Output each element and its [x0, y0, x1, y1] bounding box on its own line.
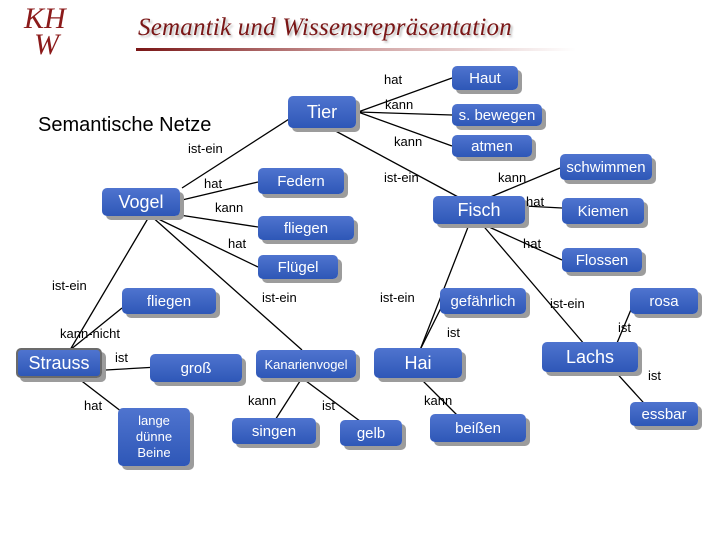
node-fliegen-mid: fliegen [122, 288, 216, 314]
label-vogel-hat-federn: hat [204, 176, 223, 191]
label-hai-ist: ist [447, 325, 460, 340]
label-tier-kann-atmen: kann [394, 134, 423, 149]
label-strauss-ist: ist [115, 350, 128, 365]
node-schwimmen: schwimmen [560, 154, 652, 180]
label-vogel-kann: kann [215, 200, 244, 215]
node-gross: groß [150, 354, 242, 382]
node-haut: Haut [452, 66, 518, 90]
edge-lachs-fisch [479, 221, 586, 346]
node-hai: Hai [374, 348, 462, 378]
node-fluegel: Flügel [258, 255, 338, 279]
label-lachs-ist-ein: ist-ein [550, 296, 585, 311]
node-strauss: Strauss [16, 348, 102, 378]
label-hai-ist-ein: ist-ein [380, 290, 415, 305]
node-atmen: atmen [452, 135, 532, 157]
page-title: Semantische Netze [38, 114, 212, 136]
node-tier: Tier [288, 96, 356, 128]
edge-strauss-vogel [69, 214, 151, 351]
course-title: Semantik und Wissensrepräsentation [138, 14, 512, 41]
header-underline [136, 48, 576, 51]
edge-vogel-tier [181, 111, 301, 189]
node-federn: Federn [258, 168, 344, 194]
label-vogel-ist-ein: ist-ein [188, 141, 223, 156]
node-singen: singen [232, 418, 316, 444]
label-kanarien-kann: kann [248, 393, 277, 408]
label-strauss-ist-ein: ist-ein [52, 278, 87, 293]
label-fisch-hat-kiemen: hat [526, 194, 545, 209]
label-vogel-hat-fluegel: hat [228, 236, 247, 251]
node-kiemen: Kiemen [562, 198, 644, 224]
label-fisch-kann: kann [498, 170, 527, 185]
node-rosa: rosa [630, 288, 698, 314]
node-fliegen-top: fliegen [258, 216, 354, 240]
label-hai-kann: kann [424, 393, 453, 408]
edge-tier-atmen [357, 111, 453, 147]
edge-vogel-fluegel [149, 214, 259, 268]
label-kanarien-ist-ein: ist-ein [262, 290, 297, 305]
edge-strauss-fliegen [69, 307, 123, 351]
edge-fisch-schwimmen [487, 167, 561, 199]
logo-line-2: W [34, 28, 59, 61]
edge-vogel-federn [181, 181, 259, 201]
label-kann-nicht: kann-nicht [60, 326, 120, 341]
node-vogel: Vogel [102, 188, 180, 216]
label-tier-hat: hat [384, 72, 403, 87]
node-s-bewegen: s. bewegen [452, 104, 542, 126]
node-fisch: Fisch [433, 196, 525, 224]
label-fisch-hat-flossen: hat [523, 236, 542, 251]
khw-logo: KH W [20, 2, 92, 60]
label-lachs-ist-essbar: ist [648, 368, 661, 383]
edge-hai-fisch [419, 221, 471, 351]
edge-tier-haut [357, 77, 453, 113]
edge-fisch-tier [329, 127, 461, 199]
label-lachs-ist-rosa: ist [618, 320, 631, 335]
label-tier-kann-bewegen: kann [385, 97, 414, 112]
node-gefaehrlich: gefährlich [440, 288, 526, 314]
label-strauss-hat: hat [84, 398, 103, 413]
node-gelb: gelb [340, 420, 402, 446]
edge-tier-bewegen [357, 111, 453, 116]
slide-header: KH W Semantik und Wissensrepräsentation [0, 0, 720, 62]
node-kanarienvogel: Kanarienvogel [256, 350, 356, 378]
node-essbar: essbar [630, 402, 698, 426]
node-lachs: Lachs [542, 342, 638, 372]
label-kanarien-ist: ist [322, 398, 335, 413]
edge-kanarien-vogel [149, 214, 303, 351]
node-flossen: Flossen [562, 248, 642, 272]
node-beissen: beißen [430, 414, 526, 442]
node-lange-duenne-beine: lange dünne Beine [118, 408, 190, 466]
label-fisch-ist-ein: ist-ein [384, 170, 419, 185]
logo-line-1: KH [24, 2, 66, 35]
edge-fisch-flossen [477, 221, 563, 261]
